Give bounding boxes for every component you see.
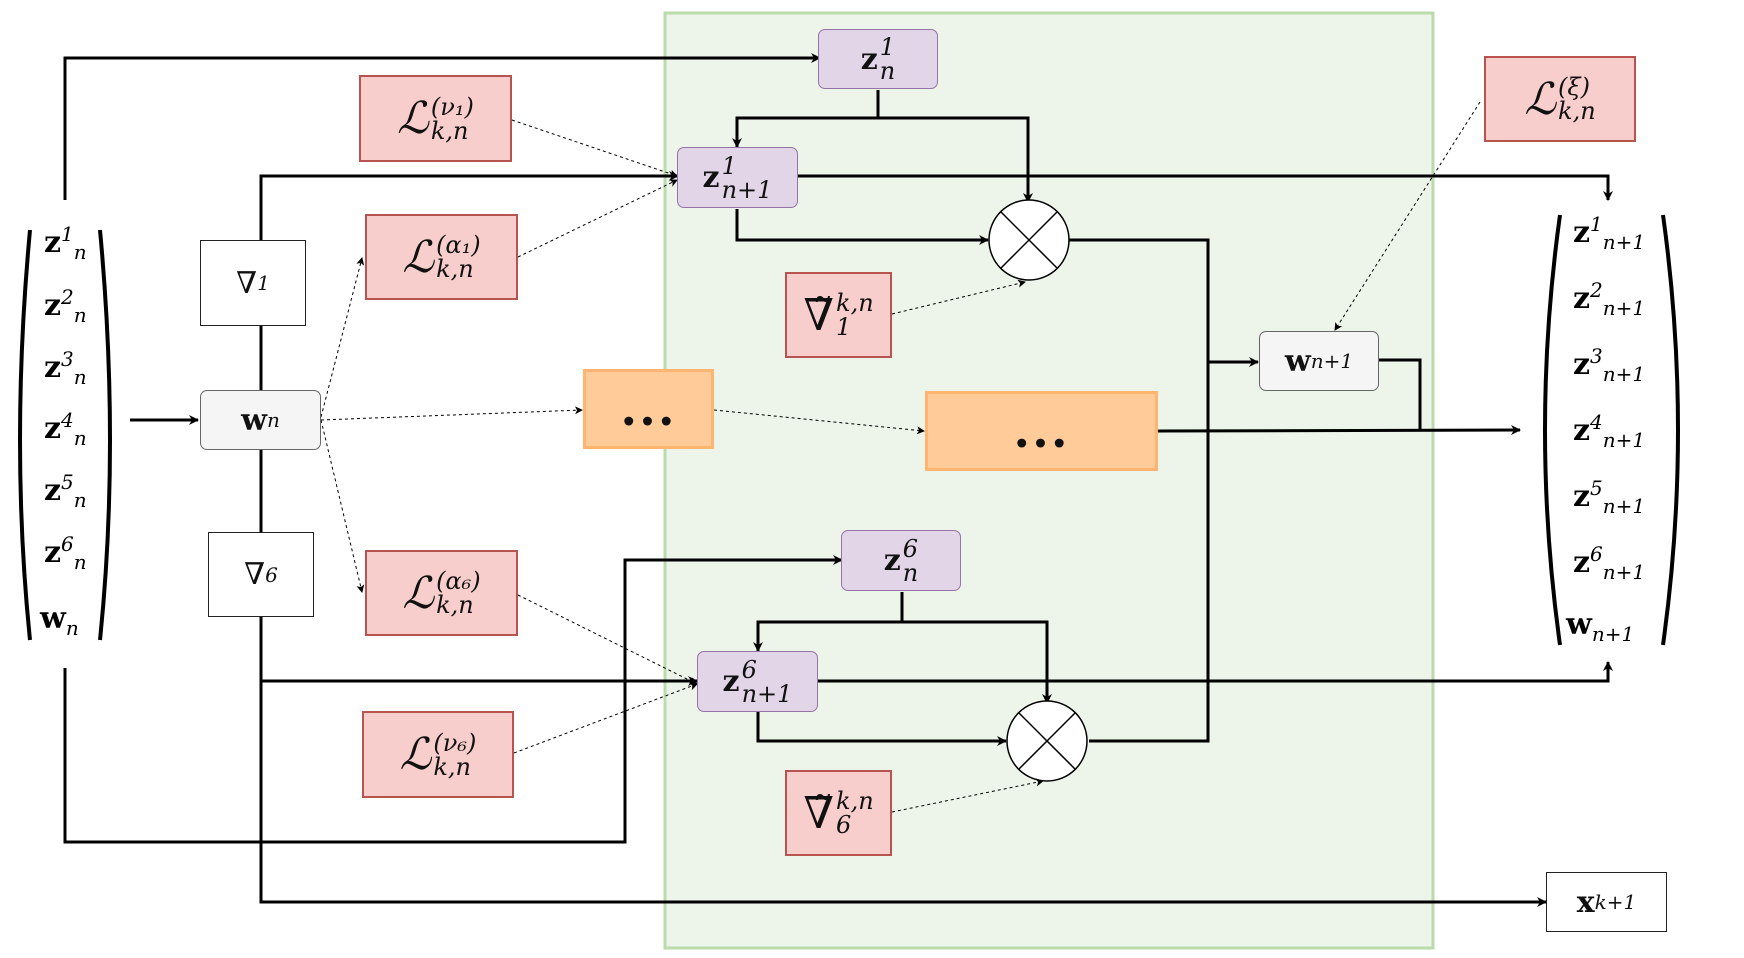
input-vector-item: z5n (44, 470, 87, 512)
dotted-wn-to-lalpha1 (320, 257, 365, 418)
output-bracket-left (1543, 214, 1562, 646)
loss-nu1-box: ℒ(ν₁)k,n (359, 75, 512, 162)
input-vector-item: z1n (44, 222, 87, 264)
input-bracket-left (18, 229, 32, 641)
loss-xi-box: ℒ(ξ)k,n (1484, 56, 1636, 142)
dotted-dots-to-dots (713, 409, 925, 435)
edge-zn6-down (753, 592, 904, 652)
grad-1-box: ∇1 (200, 240, 306, 326)
dotted-lalpha1-to-zn1p (517, 179, 678, 258)
input-vector-item: z4n (44, 408, 87, 450)
multiplier-6 (1006, 700, 1088, 782)
output-vector-item: wn+1 (1566, 607, 1635, 646)
dotted-tgrad1-to-mult1 (891, 279, 1026, 315)
nabla-symbol: ∇ (236, 265, 258, 301)
edge-dots-to-out (1157, 425, 1521, 436)
loss-alpha1-box: ℒ(α₁)k,n (365, 214, 518, 300)
input-vector-item: z2n (44, 285, 87, 327)
output-vector-item: z5n+1 (1573, 476, 1646, 518)
edge-input-to-zn6 (63, 555, 843, 844)
input-vector-item: z3n (44, 347, 87, 389)
dotted-wn-to-dots (320, 406, 583, 421)
edge-spine-top (259, 171, 679, 240)
ellipsis-box-large: ... (925, 391, 1158, 471)
edge-zn1p-to-mult1 (735, 209, 989, 245)
edge-zn6p-to-out (818, 661, 1613, 683)
multiplier-1 (988, 199, 1070, 281)
edge-zn1-down (732, 90, 880, 148)
dotted-lnu6-to-zn6p (513, 682, 698, 754)
grad-6-box: ∇6 (208, 532, 314, 617)
loss-nu6-box: ℒ(ν₆)k,n (362, 711, 514, 798)
output-vector-item: z6n+1 (1573, 542, 1646, 584)
edge-mult1-to-wn1 (1069, 238, 1210, 743)
edge-to-xk1 (259, 681, 1547, 907)
loss-alpha6-box: ℒ(α₆)k,n (365, 550, 518, 636)
input-vector-item: z6n (44, 532, 87, 574)
edge-wn1-to-out (1379, 358, 1422, 430)
output-bracket-right (1661, 214, 1680, 646)
edge-zn1-to-mult1 (878, 116, 1033, 203)
output-vector-item: z3n+1 (1573, 344, 1646, 386)
dotted-tgrad6-to-mult6 (891, 778, 1044, 813)
edge-zn6p-to-mult6 (756, 712, 1007, 746)
input-bracket-right (98, 229, 112, 641)
edge-zn6-to-mult6 (902, 620, 1052, 704)
edge-zn1p-to-out (798, 174, 1613, 201)
dotted-wn-to-lalpha6 (320, 419, 365, 593)
output-vector-item: z1n+1 (1573, 212, 1646, 254)
edge-input-to-zn1 (63, 53, 821, 200)
nabla-symbol: ∇ (244, 557, 266, 592)
output-vector-item: z4n+1 (1573, 410, 1646, 452)
dotted-lnu1-to-zn1p (511, 119, 678, 178)
output-vector-item: z2n+1 (1573, 278, 1646, 320)
ellipsis-box-small: ... (583, 369, 714, 449)
input-vector-item: wn (40, 601, 79, 640)
